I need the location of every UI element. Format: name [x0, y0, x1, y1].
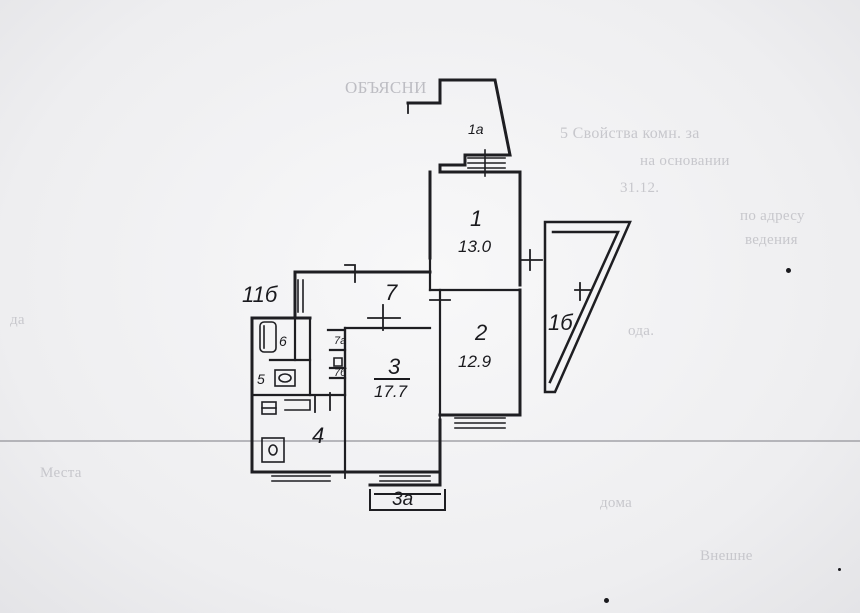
room-area-2: 12.9: [458, 352, 492, 371]
room-label-3a: 3а: [392, 489, 414, 510]
room-label-5: 5: [257, 371, 265, 387]
ghost-line-5: ведения: [745, 232, 798, 248]
room-label-1: 1: [470, 206, 483, 231]
ghost-heading: ОБЪЯСНИ: [345, 78, 427, 97]
room-label-3: 3: [388, 354, 401, 379]
ghost-line-7: ода.: [628, 323, 655, 339]
room-label-1b: 1б: [548, 310, 573, 335]
scan-speck: [786, 268, 791, 273]
room-area-1: 13.0: [458, 237, 492, 256]
room-label-1a: 1а: [468, 121, 484, 137]
room-label-7b: 7б: [334, 367, 347, 379]
ghost-line-4: по адресу: [740, 208, 805, 224]
room-label-6: 6: [279, 333, 287, 349]
room-label-2: 2: [475, 320, 488, 345]
room-label-7a: 7а: [334, 335, 347, 347]
ghost-line-3: 31.12.: [620, 180, 660, 196]
ghost-lower-3: Внешне: [700, 548, 753, 564]
scan-band: [0, 440, 860, 442]
room-label-4: 4: [312, 423, 325, 448]
room-label-7: 7: [385, 280, 398, 305]
scan-speck: [604, 598, 609, 603]
area-underline-3: [374, 378, 410, 380]
ghost-lower-2: дома: [600, 495, 633, 511]
scan-speck: [838, 568, 841, 571]
room-label-11b: 11б: [242, 282, 278, 307]
room-area-3: 17.7: [374, 382, 408, 401]
ghost-line-1: 5 Свойства комн. за: [560, 125, 700, 142]
ghost-lower-1: Места: [40, 465, 82, 481]
ghost-line-2: на основании: [640, 153, 730, 169]
ghost-line-6: да: [10, 312, 25, 328]
